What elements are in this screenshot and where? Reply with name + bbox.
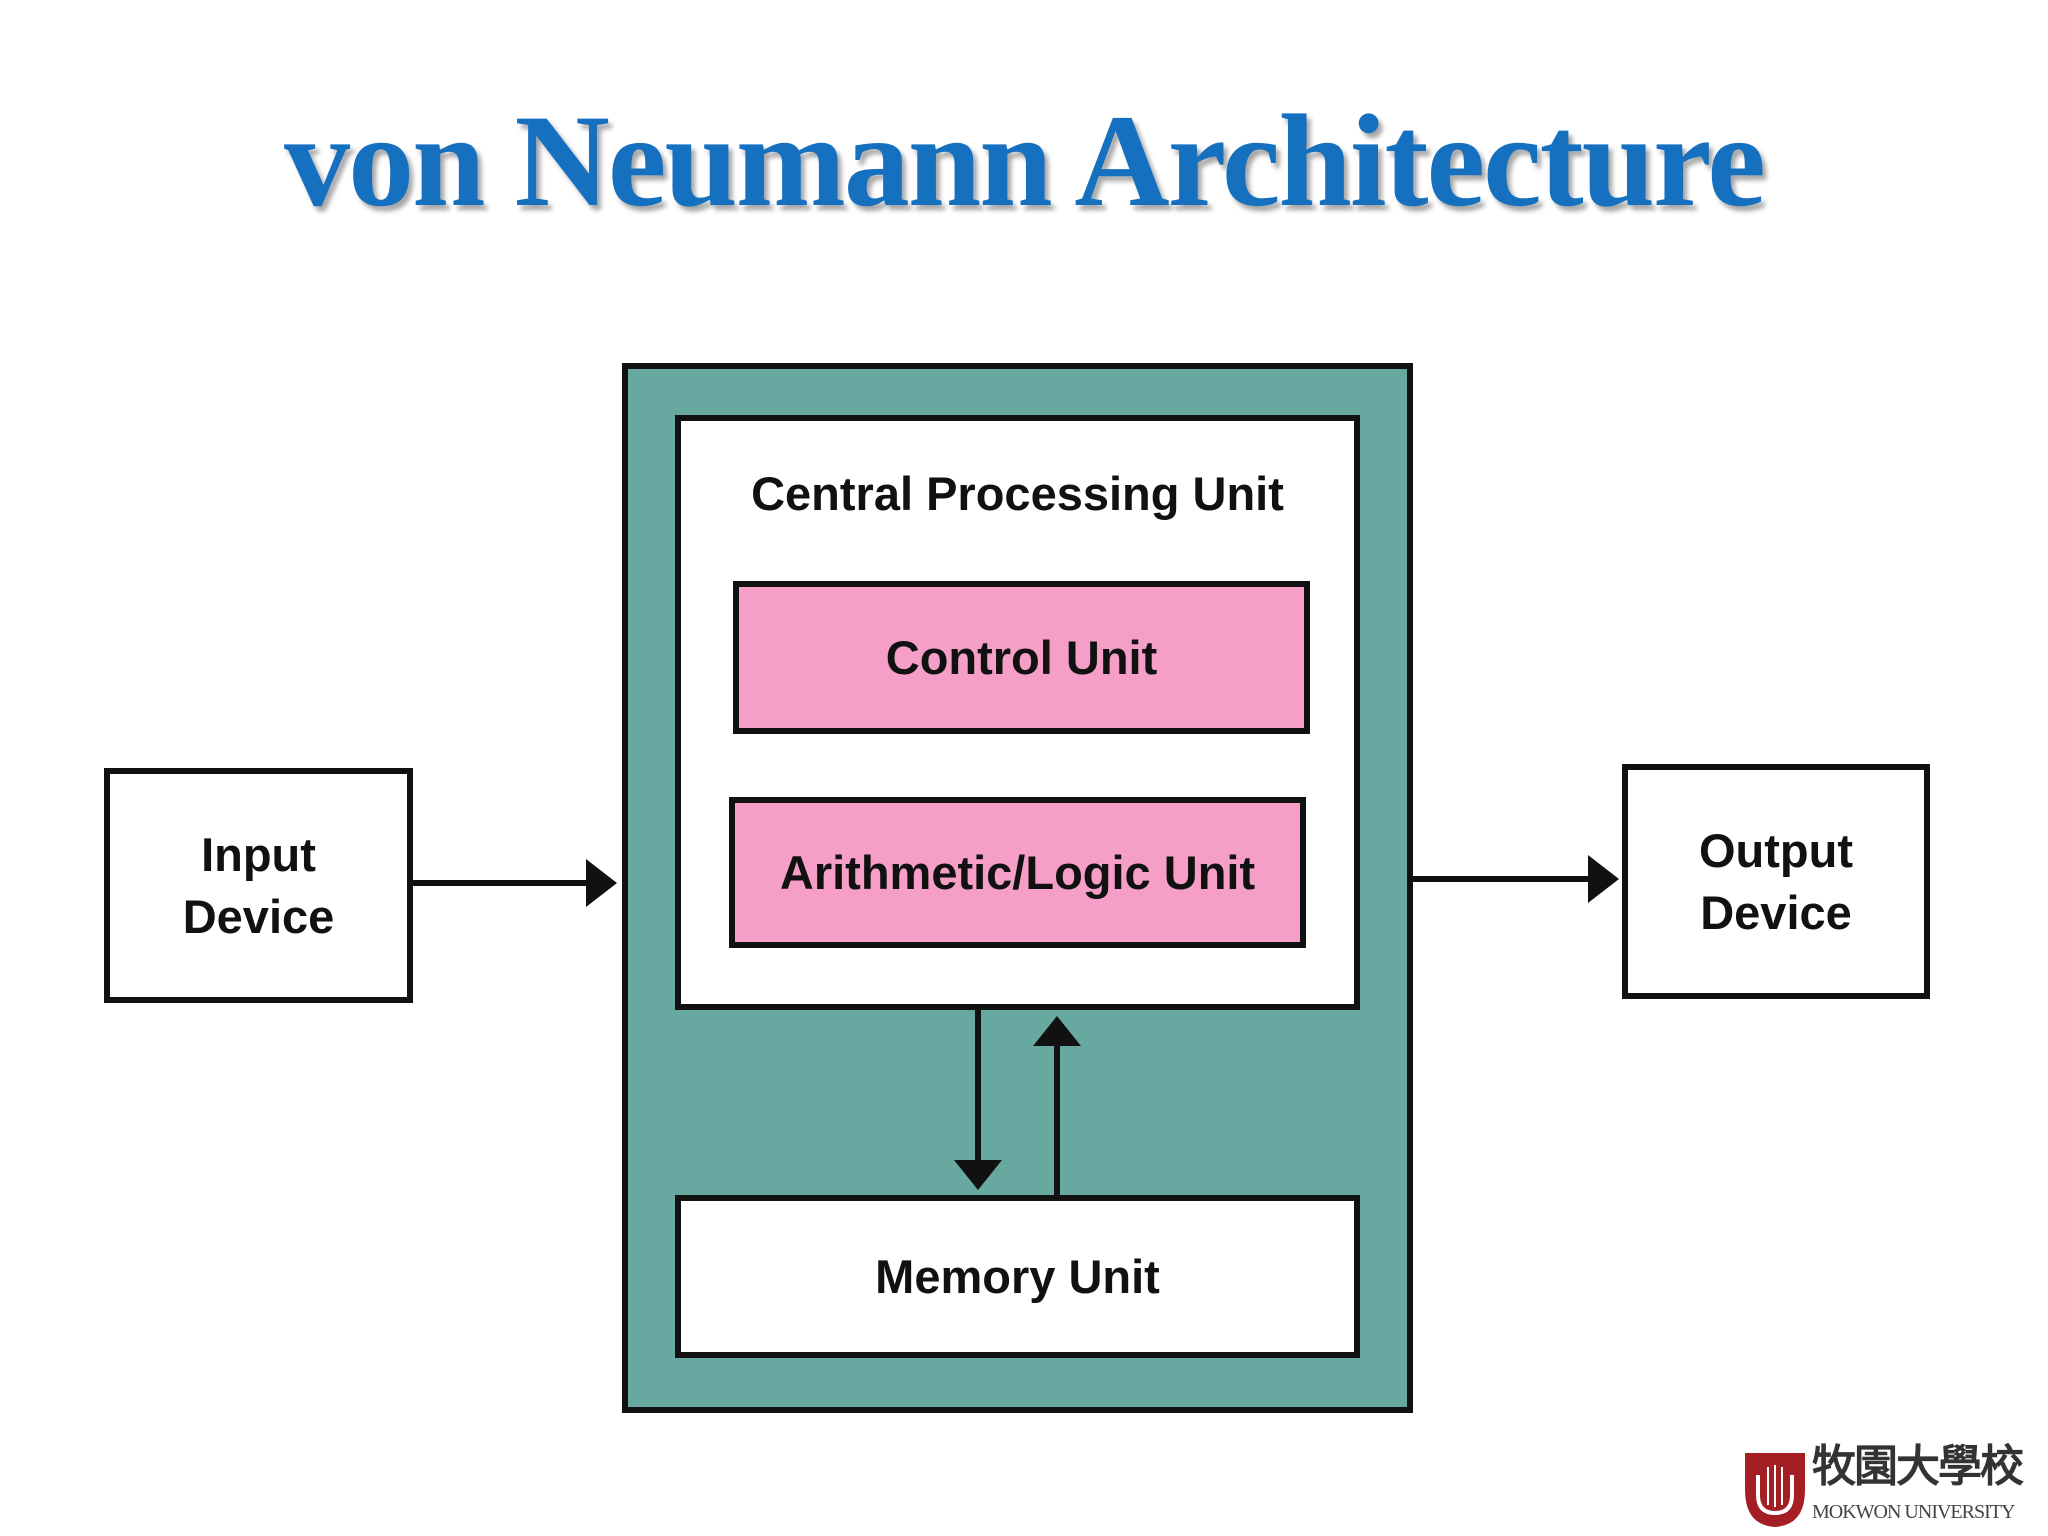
output-device-label-line1: Output xyxy=(1699,824,1853,878)
memory-unit-label: Memory Unit xyxy=(875,1249,1160,1303)
output-device-box: Output Device xyxy=(1622,764,1930,999)
university-emblem-icon xyxy=(1745,1453,1805,1527)
alu-label: Arithmetic/Logic Unit xyxy=(779,845,1256,899)
cpu-to-output-arrow xyxy=(1413,855,1619,903)
memory-unit-box: Memory Unit xyxy=(675,1195,1360,1358)
logo-name-cjk: 牧園大學校 xyxy=(1812,1441,2024,1492)
control-unit-box: Control Unit xyxy=(733,581,1310,734)
input-device-label-line1: Input xyxy=(201,828,316,882)
output-device-label-line2: Device xyxy=(1700,885,1852,939)
input-device-box: Input Device xyxy=(104,768,413,1003)
mokwon-university-logo: 牧園大學校 MOKWON UNIVERSITY xyxy=(1740,1445,2040,1530)
alu-box: Arithmetic/Logic Unit xyxy=(729,797,1306,948)
slide-title: von Neumann Architecture xyxy=(284,87,1766,234)
input-device-label-line2: Device xyxy=(182,889,335,943)
input-to-cpu-arrow xyxy=(413,859,617,907)
control-unit-label: Control Unit xyxy=(885,630,1158,684)
cpu-to-memory-arrow xyxy=(954,1010,1002,1190)
memory-to-cpu-arrow xyxy=(1033,1016,1081,1195)
cpu-label: Central Processing Unit xyxy=(751,467,1284,520)
logo-name-en: MOKWON UNIVERSITY xyxy=(1812,1501,2015,1523)
